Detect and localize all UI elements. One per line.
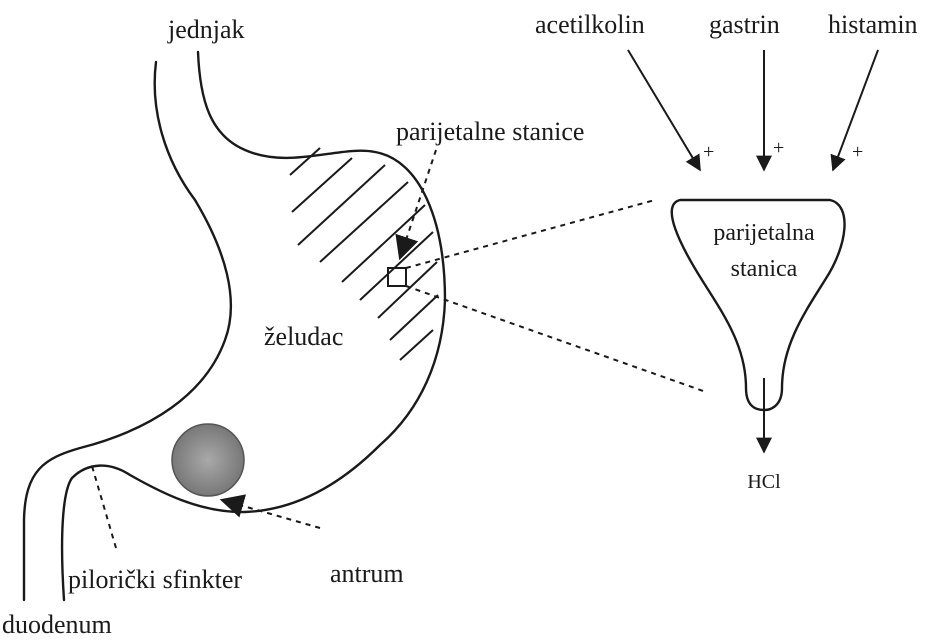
sphincter-pointer [92,466,116,548]
label-duodenum: duodenum [2,610,112,639]
plus-gastrin: + [773,137,784,159]
acetylcholine-arrow [628,50,700,170]
label-gastrin: gastrin [709,10,780,39]
zoom-line-bottom [406,286,706,392]
label-hcl: HCl [747,471,781,493]
label-pyloric-sphincter: pilorički sfinkter [68,565,242,594]
stomach-outline [24,52,445,600]
label-histamine: histamin [828,10,918,39]
label-esophagus: jednjak [167,15,245,44]
label-acetylcholine: acetilkolin [535,10,645,39]
plus-acetylcholine: + [703,141,714,163]
stomach-outer-wall [24,62,231,600]
antrum-pointer [222,500,320,528]
label-stomach: želudac [264,322,343,351]
label-parietal-cell-line1: parijetalna [713,220,815,246]
label-antrum: antrum [330,559,404,588]
label-parietal-cells: parijetalne stanice [396,117,584,146]
label-parietal-cell-line2: stanica [731,256,798,282]
plus-histamine: + [852,141,863,163]
stomach-inner-wall [62,52,445,600]
antrum-blob [172,424,244,496]
